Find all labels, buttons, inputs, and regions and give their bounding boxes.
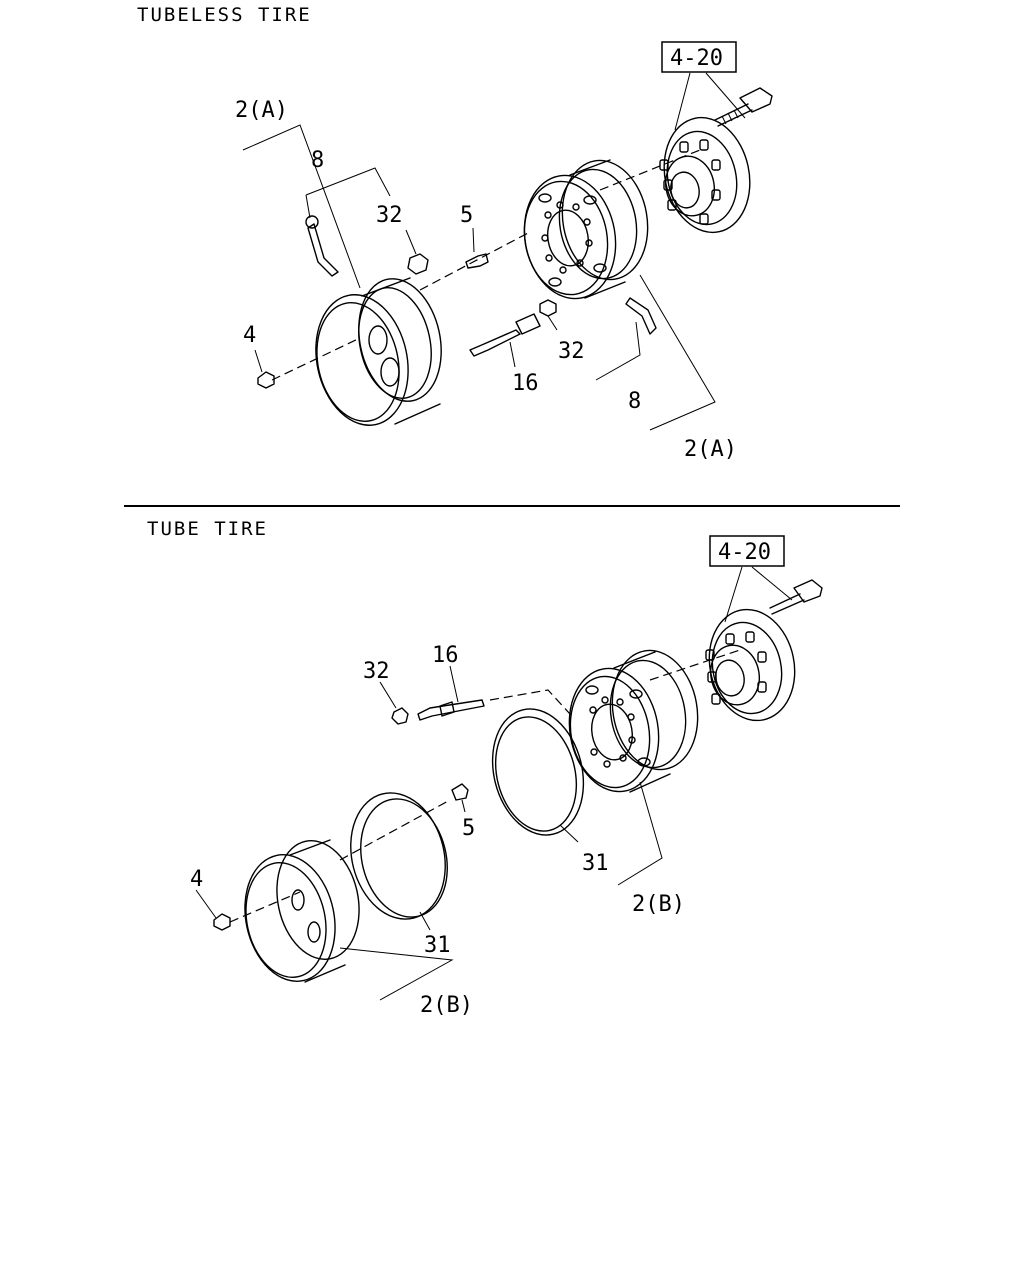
valve-cap-tubeless-lower [539,299,557,317]
section-title-tube: TUBE TIRE [147,518,268,540]
label-16-tubeless: 16 [512,371,539,396]
section-title-tubeless: TUBELESS TIRE [137,4,312,26]
axis-line-tube-d [649,649,741,681]
label-2b-front: 2(B) [632,892,685,917]
axis-line-tubeless-c [599,149,701,191]
wheel-hub-tubeless [659,116,751,234]
valve-tubeless-lower [625,297,657,335]
axis-line-tube-b [339,799,451,861]
ref-leader-tubeless-a [674,72,691,131]
axis-line-tubeless-a [271,337,361,381]
label-31-front: 31 [582,851,609,876]
ref-leader-tubeless-b [705,72,746,119]
nut-tube [213,913,231,931]
valve-extension-tube [417,699,485,721]
valve-extension-tubeless [469,313,541,357]
wheel-rim-outer-tube [568,649,699,793]
ref-leader-tube-a [724,566,743,623]
label-32-lower: 32 [558,339,585,364]
label-8-upper: 8 [311,148,324,173]
label-5-tube: 5 [462,816,475,841]
label-32-tube: 32 [363,659,390,684]
nut-tubeless [257,371,275,389]
label-2a-lower: 2(A) [684,437,737,462]
wheel-rim-inner-tube [244,839,360,983]
axis-line-tube-c [489,689,571,715]
hub-bolt-tube [769,579,823,615]
axis-line-tubeless-b [419,231,531,291]
label-32-upper: 32 [376,203,403,228]
leaders-tubeless [242,124,716,431]
ref-box-4-20-tube[interactable]: 4-20 [709,535,785,567]
label-8-lower: 8 [628,389,641,414]
ref-label-tube: 4-20 [718,540,771,565]
axis-line-tube-a [229,891,301,923]
leaders-tube [195,665,663,1001]
label-2b-rear: 2(B) [420,993,473,1018]
valve-cap-tube [391,707,409,725]
ref-leader-tube-b [751,566,793,601]
side-ring-rear-tube [350,792,448,920]
wheel-hub-tube [705,608,796,722]
label-31-rear: 31 [424,933,451,958]
side-ring-front-tube [491,708,585,836]
stud-tube [451,783,469,801]
hub-bolt-tubeless [714,87,773,127]
valve-cap-tubeless-upper [407,253,429,275]
label-2a-upper: 2(A) [235,98,288,123]
valve-tubeless-upper [305,215,339,277]
wheel-rim-outer-tubeless [523,159,649,300]
label-4-tube: 4 [190,867,203,892]
ref-label-tubeless: 4-20 [670,46,723,71]
stud-tubeless [465,253,489,269]
label-5-tubeless: 5 [460,203,473,228]
ref-box-4-20-tubeless[interactable]: 4-20 [661,41,737,73]
label-4-tubeless: 4 [243,323,256,348]
wheel-rim-inner-tubeless [315,277,442,426]
label-16-tube: 16 [432,643,459,668]
